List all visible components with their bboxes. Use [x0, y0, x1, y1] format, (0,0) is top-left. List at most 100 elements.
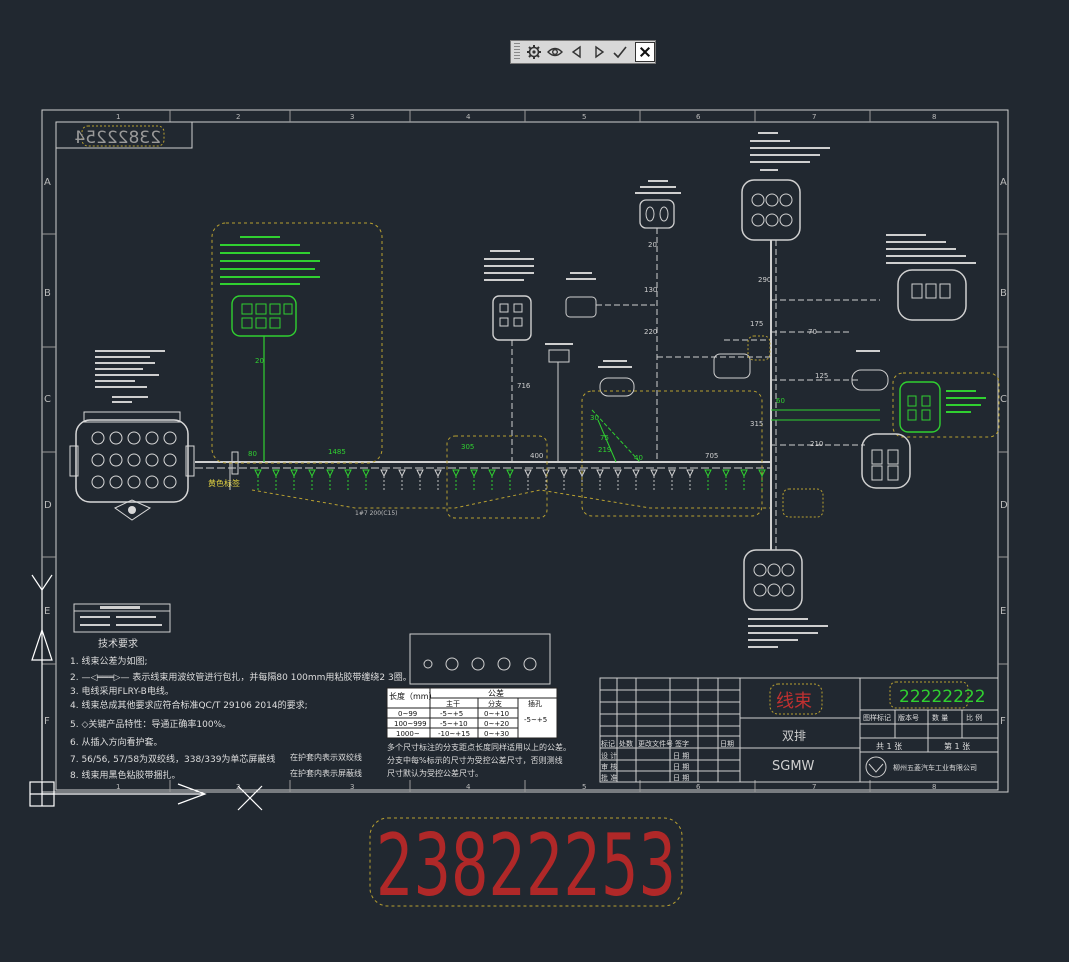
row-letter: E: [1000, 606, 1006, 617]
connector-x3[interactable]: [565, 272, 655, 318]
col-number: 1: [116, 113, 120, 121]
svg-text:220: 220: [644, 328, 657, 336]
green-connector-1[interactable]: 20 80 1485: [220, 236, 346, 462]
trunk-marker: [362, 469, 370, 478]
connector-right-green[interactable]: [899, 381, 986, 433]
svg-text:图样标记: 图样标记: [863, 713, 891, 722]
svg-text:SGMW: SGMW: [772, 759, 815, 774]
svg-text:20: 20: [255, 357, 264, 365]
svg-text:7. 56/56, 57/58为双绞线，338/339为单: 7. 56/56, 57/58为双绞线，338/339为单芯屏蔽线: [70, 753, 275, 765]
connector-x5[interactable]: [713, 335, 771, 379]
toolbar-grip[interactable]: [514, 43, 520, 61]
svg-text:日 期: 日 期: [673, 774, 689, 782]
mirrored-number-box: [55, 121, 193, 149]
close-icon[interactable]: [635, 42, 655, 62]
next-icon[interactable]: [588, 41, 610, 63]
trunk-marker: [596, 469, 604, 478]
part-number-large: 23822253: [376, 816, 676, 916]
svg-text:175: 175: [750, 320, 763, 328]
trunk-marker: [632, 469, 640, 478]
col-number: 7: [812, 113, 816, 121]
svg-text:数 量: 数 量: [932, 713, 948, 722]
floating-toolbar: [510, 40, 656, 64]
row-letter: C: [1000, 394, 1007, 405]
trunk-marker: [326, 469, 334, 478]
row-letter: A: [1000, 177, 1007, 188]
trunk-marker: [758, 469, 766, 478]
trunk-markers: [254, 469, 766, 490]
col-number: 8: [932, 783, 936, 791]
visibility-icon[interactable]: [545, 41, 567, 63]
trunk-marker: [722, 469, 730, 478]
svg-text:双排: 双排: [782, 729, 806, 743]
check-icon[interactable]: [610, 41, 632, 63]
drawing-number: 22222222: [899, 687, 986, 707]
trunk-marker: [560, 469, 568, 478]
svg-text:125: 125: [815, 372, 828, 380]
svg-text:290: 290: [758, 276, 771, 284]
col-number: 6: [696, 113, 701, 121]
trunk-marker: [344, 469, 352, 478]
svg-text:日 期: 日 期: [673, 763, 689, 771]
row-letter: A: [44, 177, 51, 188]
svg-text:219: 219: [598, 446, 611, 454]
bottom-note: 1#7 200(C15): [355, 510, 398, 517]
trunk-marker: [704, 469, 712, 478]
trunk-marker: [452, 469, 460, 478]
svg-text:1485: 1485: [328, 448, 346, 456]
connector-right-3[interactable]: [851, 350, 889, 391]
row-letter: D: [44, 500, 52, 511]
trunk-marker: [416, 469, 424, 478]
svg-text:40: 40: [634, 454, 643, 462]
connector-x2[interactable]: 716: [484, 250, 534, 462]
svg-text:更改文件号: 更改文件号: [638, 739, 673, 748]
inner-frame: [55, 121, 999, 791]
left-connector[interactable]: [69, 350, 195, 521]
svg-text:版本号: 版本号: [898, 713, 919, 722]
trunk-marker: [542, 469, 550, 478]
settings-icon[interactable]: [523, 41, 545, 63]
svg-text:80: 80: [248, 450, 257, 458]
trunk-marker: [398, 469, 406, 478]
mirrored-part-number: 23822254: [74, 128, 161, 148]
row-letter: B: [1000, 288, 1007, 299]
svg-text:-10~+15: -10~+15: [438, 730, 470, 738]
svg-text:插孔: 插孔: [528, 699, 542, 708]
prev-icon[interactable]: [566, 41, 588, 63]
svg-text:8. 线束用黑色粘胶带捆扎。: 8. 线束用黑色粘胶带捆扎。: [70, 769, 180, 781]
svg-text:75: 75: [600, 434, 609, 442]
connector-top-center[interactable]: 20 130 220: [635, 180, 681, 462]
tech-requirements: 技术要求 1. 线束公差为如图; 2. —◁═══▷— 表示线束用波纹管进行包扎…: [70, 637, 412, 781]
trunk-marker: [254, 469, 262, 478]
svg-text:130: 130: [644, 286, 657, 294]
svg-text:0~+20: 0~+20: [484, 720, 509, 728]
row-letter: F: [1000, 716, 1006, 727]
col-number: 7: [812, 783, 816, 791]
svg-text:-5~+5: -5~+5: [440, 710, 463, 718]
col-number: 6: [696, 783, 701, 791]
connector-right-2[interactable]: [861, 433, 911, 489]
connector-bottom-right[interactable]: [743, 549, 828, 648]
svg-text:多个尺寸标注的分支距点长度同样适用以上的公差。: 多个尺寸标注的分支距点长度同样适用以上的公差。: [387, 742, 571, 752]
svg-text:-5~+5: -5~+5: [524, 716, 547, 724]
green-diagonal-wires: 30 75 219 40 705: [590, 409, 718, 463]
trunk-marker: [650, 469, 658, 478]
col-number: 5: [582, 783, 586, 791]
trunk-marker: [470, 469, 478, 478]
trunk-marker: [614, 469, 622, 478]
connector-right-1[interactable]: [886, 234, 976, 321]
part-number-boundary: [369, 817, 683, 907]
col-number: 5: [582, 113, 586, 121]
svg-text:716: 716: [517, 382, 531, 390]
svg-text:长度（mm）: 长度（mm）: [389, 691, 437, 701]
connector-top-right[interactable]: [741, 132, 830, 241]
trunk-marker: [380, 469, 388, 478]
col-number: 3: [350, 113, 354, 121]
trunk-marker: [488, 469, 496, 478]
svg-text:305: 305: [461, 443, 474, 451]
svg-text:日期: 日期: [720, 740, 734, 748]
svg-text:共 1 张: 共 1 张: [876, 742, 902, 751]
connector-x4[interactable]: [545, 343, 635, 462]
col-number: 8: [932, 113, 936, 121]
